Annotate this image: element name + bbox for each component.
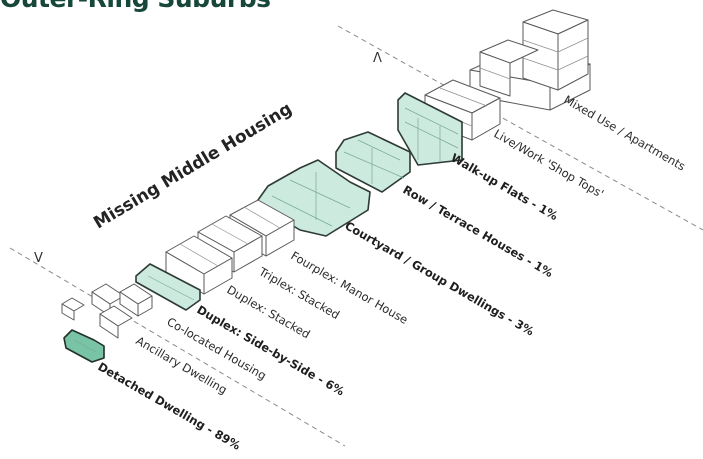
building-mixed-use — [469, 9, 591, 111]
guide-line-bottom — [9, 247, 346, 447]
label-courtyard-group-dwellings: Courtyard / Group Dwellings - 3% — [343, 218, 537, 338]
page-title: Outer-Ring Suburbs — [0, 0, 271, 13]
building-ancillary — [61, 297, 85, 321]
chevron-up-icon: Λ — [373, 51, 382, 66]
building-row-terrace — [335, 131, 411, 193]
building-detached — [63, 329, 105, 363]
label-mixed-use-apartments: Mixed Use / Apartments — [562, 92, 688, 173]
label-detached-dwelling: Detached Dwelling - 89% — [96, 359, 244, 452]
chevron-down-icon: V — [34, 251, 43, 266]
label-fourplex-manor-house: Fourplex: Manor House — [289, 248, 411, 326]
guide-line-top — [337, 25, 703, 231]
building-colocated — [91, 283, 153, 339]
building-duplex-stacked — [165, 235, 233, 295]
building-walk-up-flats — [397, 92, 463, 166]
building-duplex-side — [135, 263, 201, 311]
